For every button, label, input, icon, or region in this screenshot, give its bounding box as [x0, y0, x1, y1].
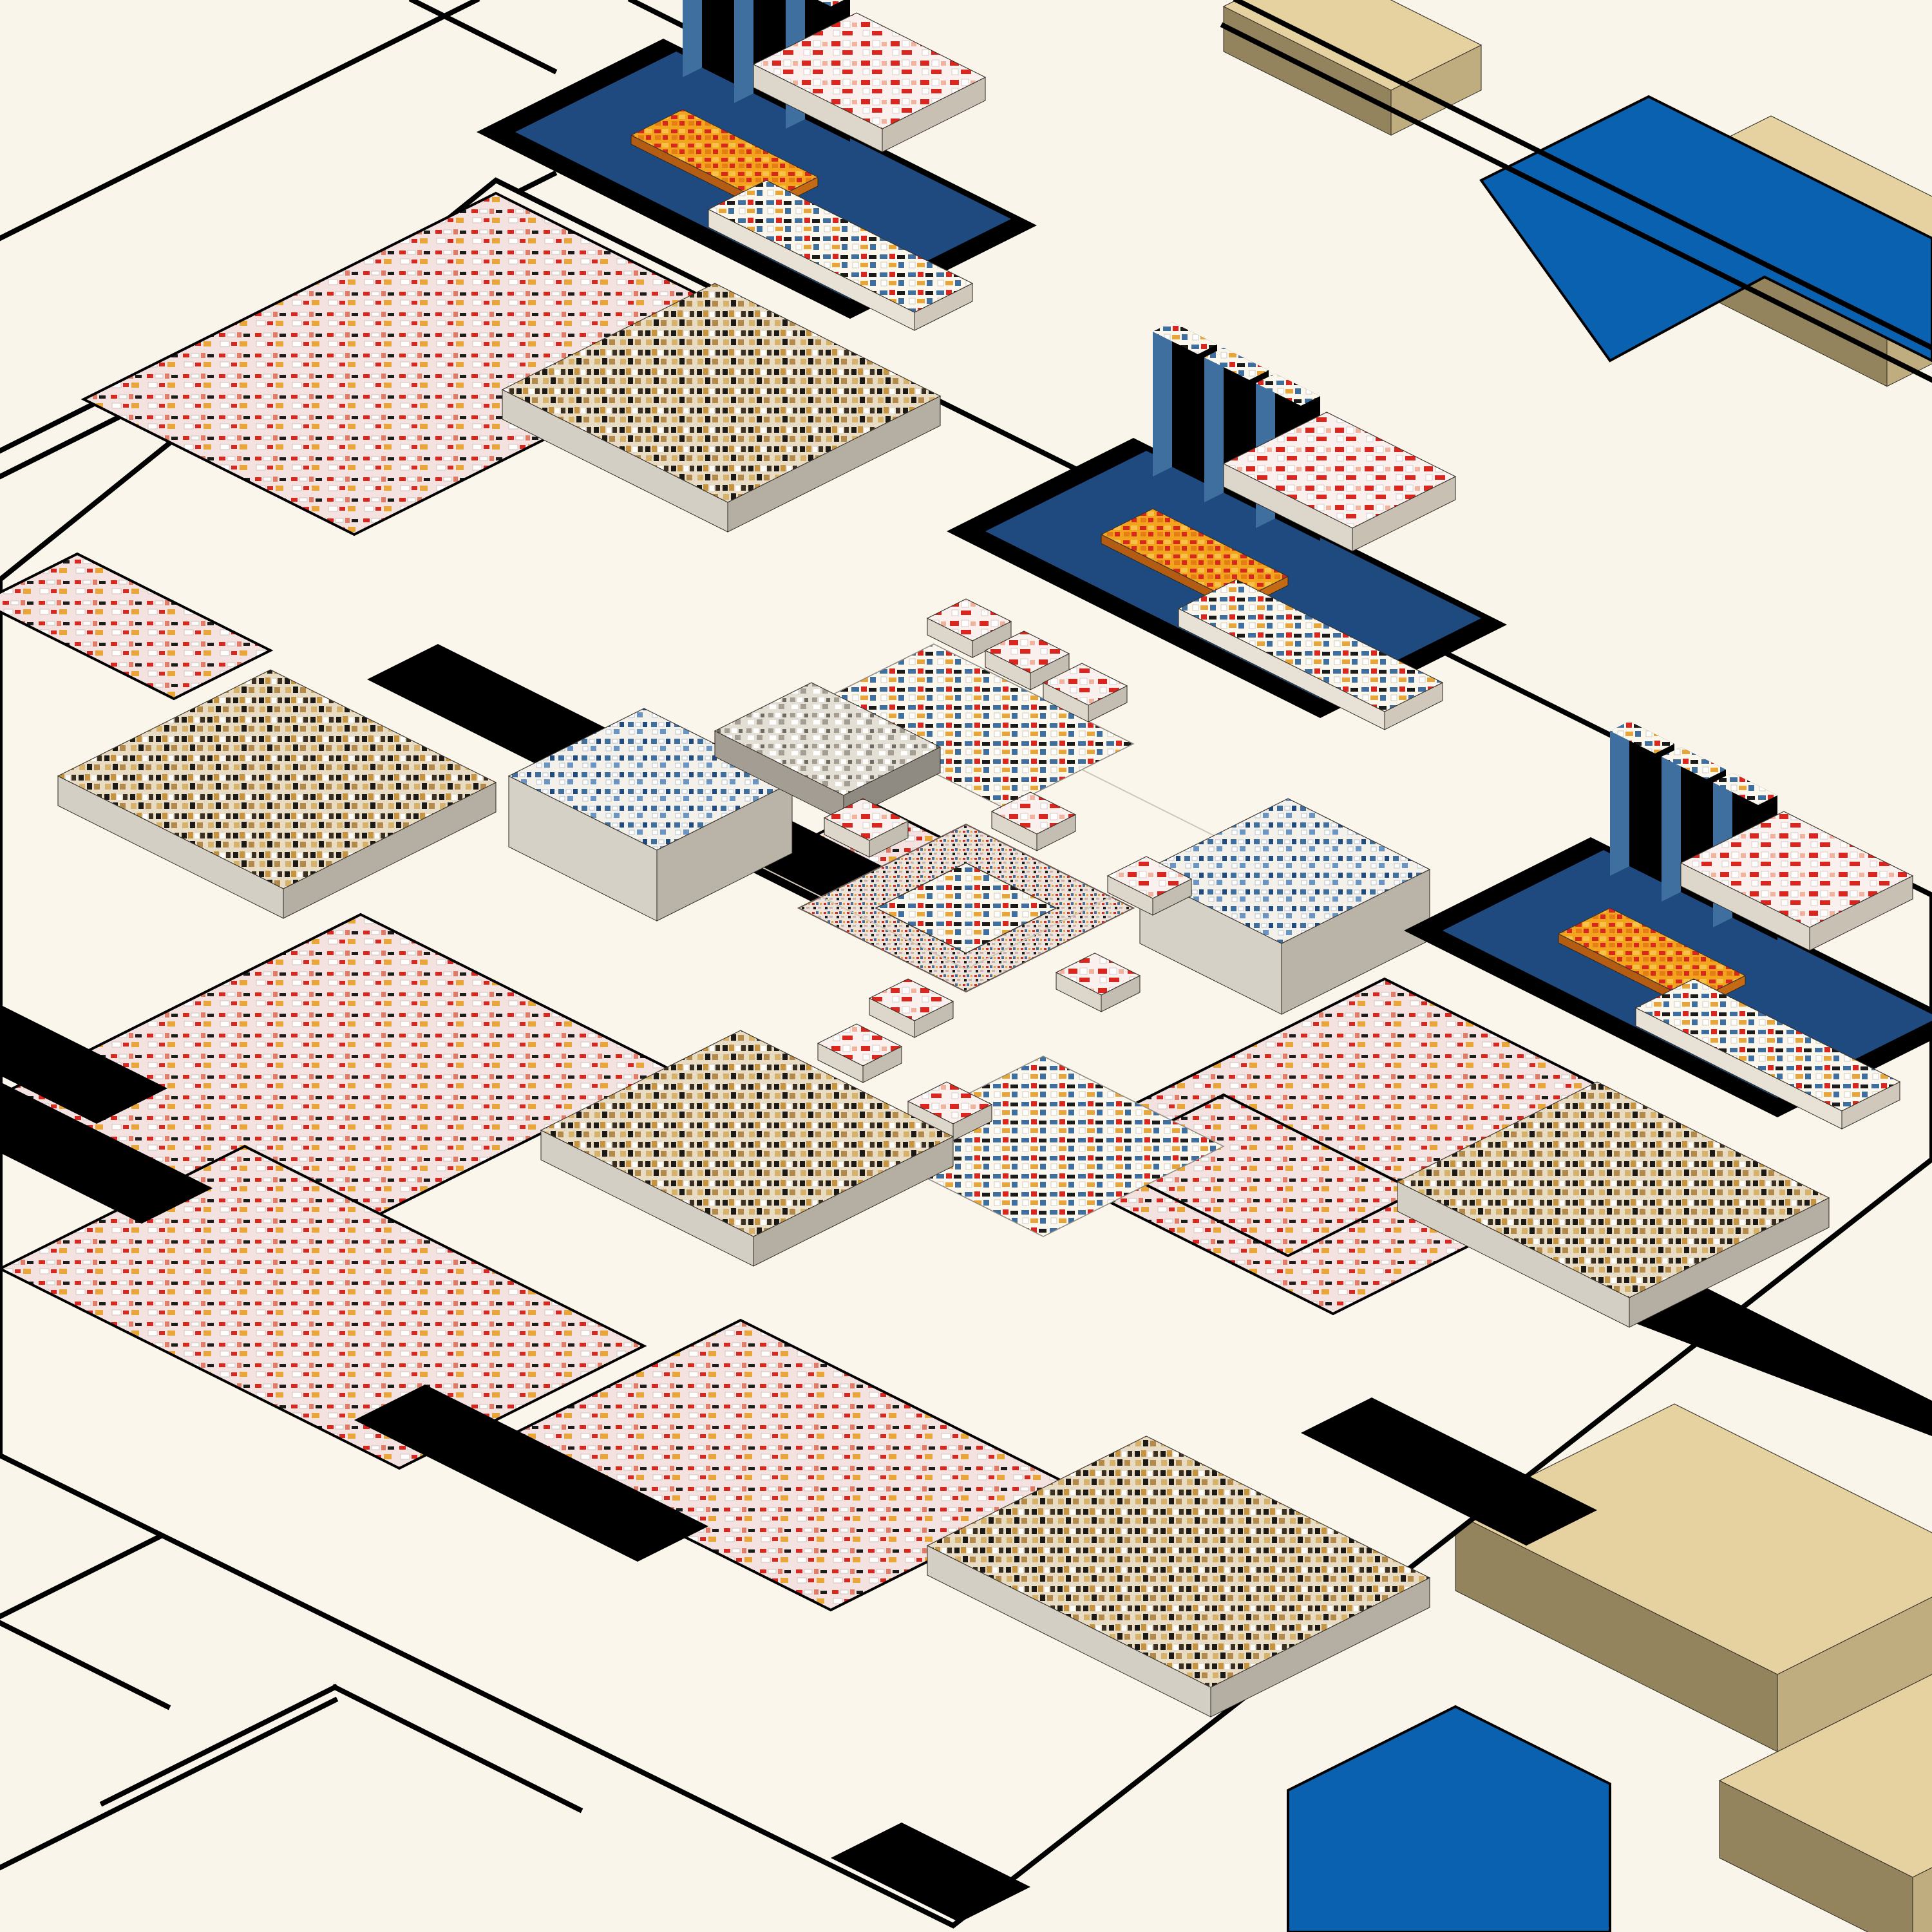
- core-center: [875, 862, 1057, 954]
- shadow-strip-2: [0, 1005, 167, 1124]
- shadow-strip-7: [1636, 1288, 1932, 1436]
- sandstone-block-top-right: [1222, 0, 1482, 136]
- road-line-6: [0, 1522, 184, 1620]
- small-chip-1: [984, 630, 1070, 690]
- road-line-3: [0, 0, 480, 242]
- small-chip-4: [990, 791, 1077, 851]
- shadow-strip-5: [831, 1823, 1030, 1922]
- water-channels: [1287, 95, 1932, 1932]
- memory-tower-center: [947, 322, 1507, 730]
- server-block-south-center: [540, 1030, 954, 1267]
- memory-tower-center-wall-top-1: [1204, 348, 1269, 380]
- memory-tower-north-logic-rows-top: [707, 180, 974, 313]
- shadow-strip-3: [0, 1082, 213, 1224]
- memory-tower-east-wall-top-0: [1610, 721, 1674, 753]
- water-channel-lower: [1287, 1705, 1611, 1932]
- memory-tower-north-wall-side-1: [734, 0, 753, 103]
- small-chip-3-top: [823, 798, 909, 841]
- road-line-8: [99, 1683, 339, 1807]
- shadow-strip-6: [1301, 1397, 1597, 1546]
- sandstone-block-corner-right-face: [1912, 1867, 1932, 1932]
- server-block-south-east: [926, 1435, 1431, 1718]
- platform-south: [493, 1318, 1079, 1612]
- small-chip-6: [817, 1023, 903, 1083]
- memory-tower-east-red-grid-top: [1680, 811, 1914, 928]
- memory-tower-east-wall-side-1: [1662, 747, 1681, 902]
- server-block-south-east-top: [926, 1435, 1431, 1688]
- server-block-west: [57, 669, 497, 919]
- memory-tower-north-wall-top-2: [818, 0, 844, 6]
- memory-tower-east: [1404, 721, 1932, 1130]
- sandstone-block-corner-top: [1718, 1674, 1932, 1878]
- cache-block-west: [507, 708, 793, 922]
- platform-southwest: [0, 1144, 647, 1470]
- cache-block-east: [1139, 798, 1431, 1015]
- server-block-north: [501, 283, 942, 533]
- memory-tower-north-red-grid-top: [752, 12, 987, 129]
- component-platforms: [0, 177, 1932, 1929]
- memory-tower-east-red-grid: [1680, 811, 1914, 951]
- road-line-10: [0, 1696, 339, 1871]
- platform-east: [1021, 977, 1697, 1316]
- small-chip-1-top: [984, 630, 1070, 674]
- memory-tower-center-wall-side-0: [1153, 322, 1172, 477]
- server-block-east-top: [1396, 1081, 1830, 1298]
- memory-tower-north-logic-rows: [707, 180, 974, 331]
- shadow-strip-4: [354, 1385, 708, 1562]
- memory-tower-east-logic-rows: [1634, 978, 1901, 1130]
- sandstone-block-bottom-right: [1454, 1403, 1932, 1752]
- memory-towers: [477, 0, 1932, 1130]
- small-chip-0: [926, 598, 1012, 658]
- small-chip-2-top: [1042, 663, 1128, 706]
- memory-tower-east-wall-side-0: [1610, 721, 1629, 876]
- memory-tower-center-wall-top-0: [1153, 322, 1217, 354]
- memory-tower-east-logic-rows-top: [1634, 978, 1901, 1112]
- road-line-9: [331, 1683, 583, 1814]
- server-block-east: [1396, 1081, 1830, 1328]
- memory-tower-center-red-grid-top: [1222, 412, 1457, 529]
- small-chip-6-top: [817, 1023, 903, 1066]
- small-chip-5-top: [1055, 952, 1141, 996]
- road-line-2: [408, 0, 558, 75]
- memory-tower-east-wall-top-2: [1713, 773, 1777, 805]
- memory-tower-north-red-grid: [752, 12, 987, 153]
- small-chip-5: [1055, 952, 1141, 1012]
- memory-tower-center-wall-side-1: [1204, 348, 1224, 502]
- cache-block-east-top: [1139, 798, 1431, 944]
- small-chip-8: [868, 978, 954, 1038]
- small-chip-8-top: [868, 978, 954, 1021]
- server-block-north-top: [501, 283, 942, 503]
- road-line-7: [0, 1620, 171, 1710]
- small-chip-9: [1106, 856, 1193, 916]
- server-block-west-top: [57, 669, 497, 889]
- memory-tower-center-wall-top-2: [1256, 374, 1320, 406]
- memory-tower-north: [477, 0, 1037, 331]
- memory-tower-center-red-grid: [1222, 412, 1457, 552]
- water-channel-upper: [1479, 95, 1932, 363]
- platform-northwest: [80, 191, 770, 536]
- grey-cluster-north-top: [714, 682, 942, 796]
- memory-tower-center-logic-rows: [1177, 579, 1444, 730]
- memory-tower-east-wall-top-1: [1662, 747, 1726, 779]
- platform-west-edge: [0, 552, 274, 701]
- road-line-12: [1233, 0, 1932, 351]
- sandstone-block-corner: [1718, 1674, 1932, 1932]
- road-line-11: [1220, 22, 1932, 383]
- small-chip-7-top: [907, 1081, 993, 1124]
- small-chip-9-top: [1106, 856, 1193, 899]
- small-chip-2: [1042, 663, 1128, 723]
- small-chip-0-top: [926, 598, 1012, 641]
- small-chip-4-top: [990, 791, 1077, 835]
- chip-blocks: [57, 283, 1830, 1718]
- memory-tower-center-logic-rows-top: [1177, 579, 1444, 712]
- memory-tower-north-wall-side-0: [683, 0, 702, 77]
- memory-tower-east-orange-bank: [1557, 907, 1747, 1011]
- server-block-south-center-top: [540, 1030, 954, 1237]
- sandstone-block-top-right-top: [1222, 0, 1482, 91]
- small-chip-3: [823, 798, 909, 858]
